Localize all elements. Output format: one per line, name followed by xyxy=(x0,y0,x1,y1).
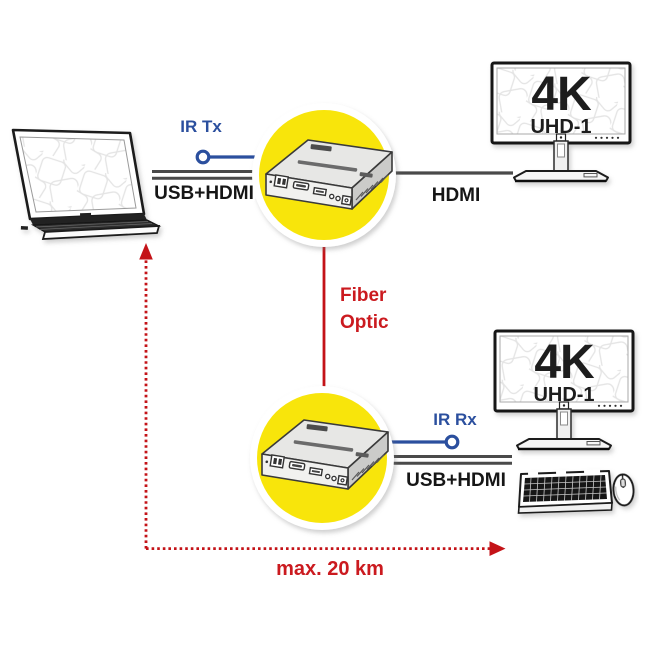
ir-connector-icon xyxy=(195,149,211,165)
mouse-illustration xyxy=(612,473,635,507)
ir-connector-icon xyxy=(444,434,460,450)
fiber-optic-label: Fiber Optic xyxy=(340,282,389,336)
mouse-wheel-icon xyxy=(619,478,627,488)
ir-tx-label: IR Tx xyxy=(180,117,222,136)
keyboard-illustration xyxy=(517,469,613,514)
arrowhead-right-icon xyxy=(489,541,506,556)
fiber-optic-label-line1: Fiber xyxy=(340,285,387,306)
ir-rx-label: IR Rx xyxy=(433,410,477,429)
bottom-monitor-screen-label: 4K UHD-1 xyxy=(500,336,628,406)
max-distance-arrow xyxy=(144,258,491,550)
laptop-screen xyxy=(19,136,137,213)
hdmi-label: HDMI xyxy=(431,185,481,206)
bottom-monitor-subtitle: UHD-1 xyxy=(533,384,595,406)
bottom-monitor-title: 4K xyxy=(534,336,594,389)
arrowhead-up-icon xyxy=(139,243,153,260)
top-monitor-screen-label: 4K UHD-1 xyxy=(497,68,625,138)
max-distance-label: max. 20 km xyxy=(276,558,384,580)
fiber-optic-label-line2: Optic xyxy=(340,312,389,333)
top-monitor-subtitle: UHD-1 xyxy=(530,116,592,138)
keyboard-palm-rest xyxy=(517,502,613,514)
laptop-port-detail xyxy=(20,225,28,230)
laptop-hinge xyxy=(30,214,147,225)
laptop-illustration xyxy=(11,128,162,240)
usb-hdmi-source-label: USB+HDMI xyxy=(154,183,254,204)
top-monitor-title: 4K xyxy=(531,68,591,121)
laptop-base xyxy=(41,225,161,240)
usb-hdmi-remote-label: USB+HDMI xyxy=(406,470,506,491)
